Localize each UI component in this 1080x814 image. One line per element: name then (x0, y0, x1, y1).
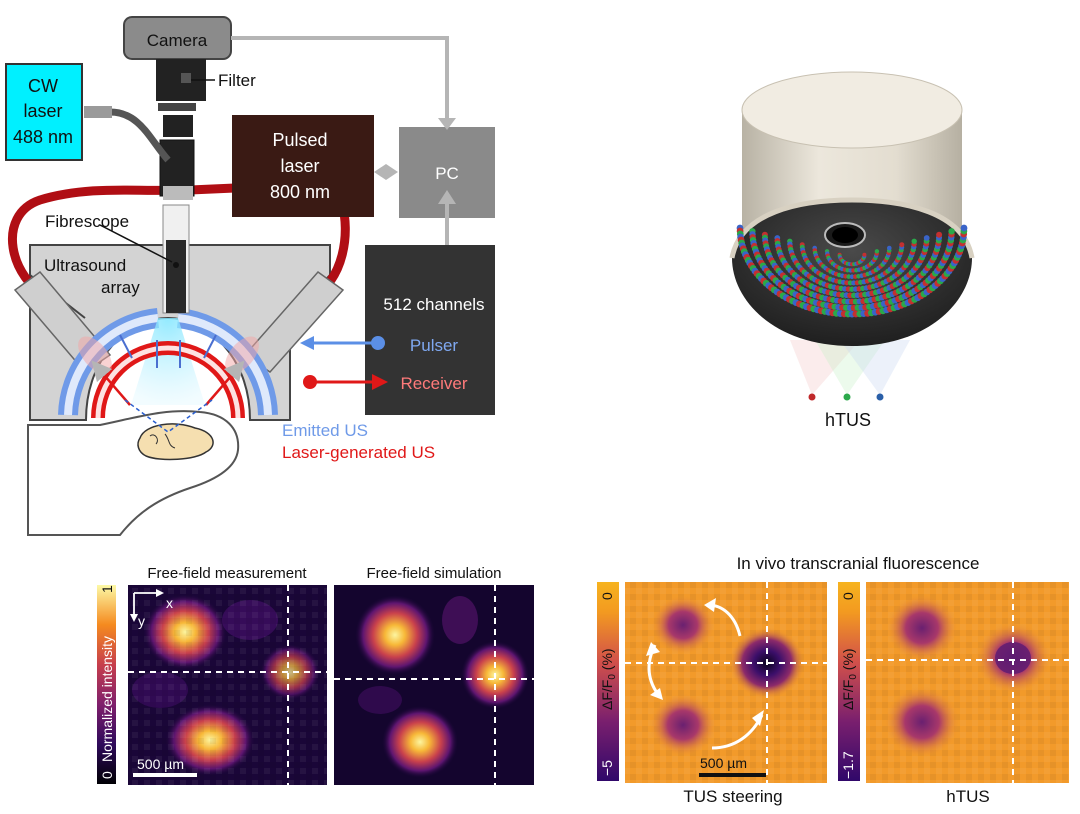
transducer-element (960, 224, 968, 232)
transducer-element (899, 242, 905, 248)
pulsed-laser-line2: laser (280, 156, 319, 176)
pulsed-laser-line3: 800 nm (270, 182, 330, 202)
transducer-element (948, 228, 955, 235)
in-vivo-panel: In vivo transcranial fluorescence 0 −5 Δ… (597, 554, 1069, 806)
cw-laser-box (5, 63, 83, 161)
left-df-label: ΔF/F0 (%) (599, 648, 618, 710)
transducer-element (846, 274, 851, 279)
right-colorbar-min: −1.7 (840, 751, 856, 779)
pc-label: PC (435, 164, 459, 183)
colorbar-max: 1 (99, 585, 115, 593)
green-focus-dot (843, 393, 851, 401)
cw-laser-line3: 488 nm (13, 127, 73, 147)
right-colorbar-max: 0 (840, 592, 856, 600)
htus-label: hTUS (825, 410, 871, 430)
red-focus-dot (808, 393, 816, 401)
left-colorbar-max: 0 (599, 592, 615, 600)
pulser-label: Pulser (410, 336, 459, 355)
fibrescope-label: Fibrescope (45, 212, 129, 231)
htus-transducer: hTUS (729, 71, 975, 430)
transducer-dome (732, 200, 972, 346)
htus-map (866, 582, 1069, 783)
camera-label: Camera (147, 31, 208, 50)
simulation-map (334, 585, 534, 785)
df-colorbar-right (838, 582, 860, 781)
transducer-element (936, 231, 943, 238)
transducer-element (849, 274, 855, 280)
colorbar-label: Normalized intensity (99, 636, 115, 762)
transducer-elements (736, 224, 968, 318)
light-beam (131, 318, 205, 405)
steering-map: 500 µm (625, 582, 827, 783)
in-vivo-title: In vivo transcranial fluorescence (737, 554, 980, 573)
axis-x-label: x (166, 595, 173, 611)
transducer-element (911, 238, 917, 244)
laser-generated-us-label: Laser-generated US (282, 443, 435, 462)
intensity-colorbar (97, 585, 116, 784)
pulsed-laser-box (232, 115, 374, 217)
cw-laser-line1: CW (28, 76, 58, 96)
cw-laser-line2: laser (23, 101, 62, 121)
measurement-map: x y 500 µm (128, 585, 327, 785)
receiver-label: Receiver (400, 374, 467, 393)
channels-label: 512 channels (383, 295, 484, 314)
measurement-title: Free-field measurement (147, 565, 307, 582)
emitted-us-label: Emitted US (282, 421, 368, 440)
ultrasound-label-2: array (101, 278, 140, 297)
right-df-label: ΔF/F0 (%) (840, 648, 859, 710)
df-colorbar-left (597, 582, 619, 781)
steering-scalebar-label: 500 µm (700, 755, 747, 771)
setup-diagram: Camera Filter CW laser 488 nm Pulsed las… (5, 16, 495, 536)
blue-focus-dot (876, 393, 884, 401)
free-field-panel: 1 0 Normalized intensity Free-field meas… (97, 565, 534, 785)
transducer-element (862, 252, 867, 257)
pulsed-laser-line1: Pulsed (272, 130, 327, 150)
filter-label: Filter (218, 71, 256, 90)
axis-y-label: y (138, 613, 145, 629)
transducer-element (874, 249, 880, 254)
transducer-element (887, 245, 892, 251)
transducer-element (923, 235, 930, 241)
htus-map-label: hTUS (946, 787, 989, 806)
left-colorbar-min: −5 (599, 760, 615, 776)
simulation-title: Free-field simulation (366, 565, 501, 582)
ultrasound-label-1: Ultrasound (44, 256, 126, 275)
fiber-left (8, 185, 175, 303)
colorbar-min: 0 (99, 771, 115, 779)
mouse-head (27, 410, 240, 536)
channels-box (365, 245, 495, 415)
scalebar-label: 500 µm (137, 756, 184, 772)
brain-icon (137, 423, 214, 461)
steering-label: TUS steering (683, 787, 782, 806)
